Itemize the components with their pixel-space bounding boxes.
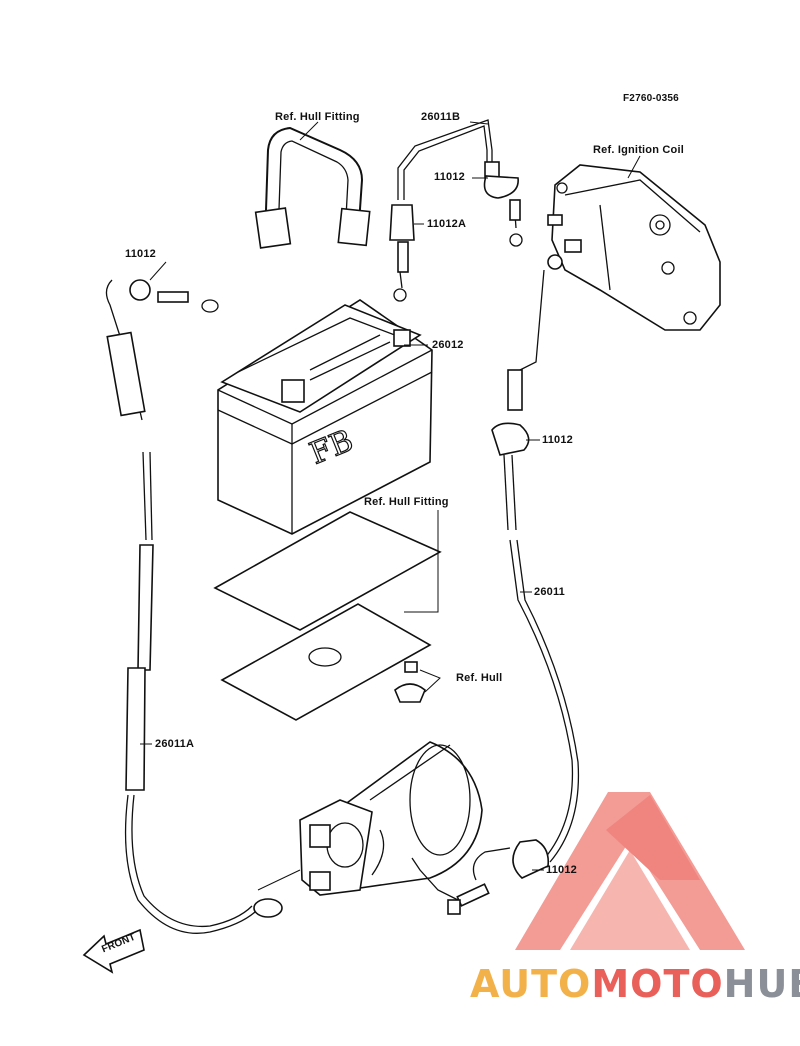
battery-mat-lower xyxy=(220,603,432,721)
watermark-text: AUTOMOTOHUB xyxy=(470,962,800,1006)
leader-line xyxy=(627,155,641,179)
leader-line xyxy=(257,869,301,891)
leader-line xyxy=(149,261,167,281)
part-number-11012-bottom: 11012 xyxy=(546,864,577,876)
label-ref-hull-fitting-top: Ref. Hull Fitting xyxy=(275,111,360,123)
battery-mat-upper xyxy=(213,511,442,631)
part-number-11012-right: 11012 xyxy=(542,434,573,446)
leader-line xyxy=(419,669,441,693)
part-number-26012: 26012 xyxy=(432,339,464,351)
label-ref-hull-fitting-mid: Ref. Hull Fitting xyxy=(364,496,449,508)
part-number-11012-left: 11012 xyxy=(125,248,156,260)
figure-code: F2760-0356 xyxy=(623,93,679,104)
part-number-11012-top: 11012 xyxy=(434,171,465,183)
cable-26011a xyxy=(105,279,283,934)
starter-cable-stub xyxy=(472,847,511,881)
starter-motor xyxy=(299,741,490,915)
front-arrow-icon xyxy=(82,928,145,974)
leader-line xyxy=(299,121,319,141)
label-ref-ignition-coil: Ref. Ignition Coil xyxy=(593,144,684,156)
ignition-coil xyxy=(547,164,721,331)
part-number-26011b: 26011B xyxy=(421,111,461,123)
cable-26011b xyxy=(389,119,523,302)
hull-fitting-bracket xyxy=(254,126,371,249)
part-number-26011: 26011 xyxy=(534,586,565,598)
label-ref-hull: Ref. Hull xyxy=(456,672,503,684)
watermark-logo-icon xyxy=(515,792,745,950)
battery xyxy=(217,299,433,535)
leader-line xyxy=(469,121,489,125)
part-number-11012a: 11012A xyxy=(427,218,467,230)
cable-26011 xyxy=(491,269,580,879)
part-number-26011a: 26011A xyxy=(155,738,195,750)
hull-screw xyxy=(394,661,426,703)
leader-line xyxy=(404,510,439,613)
